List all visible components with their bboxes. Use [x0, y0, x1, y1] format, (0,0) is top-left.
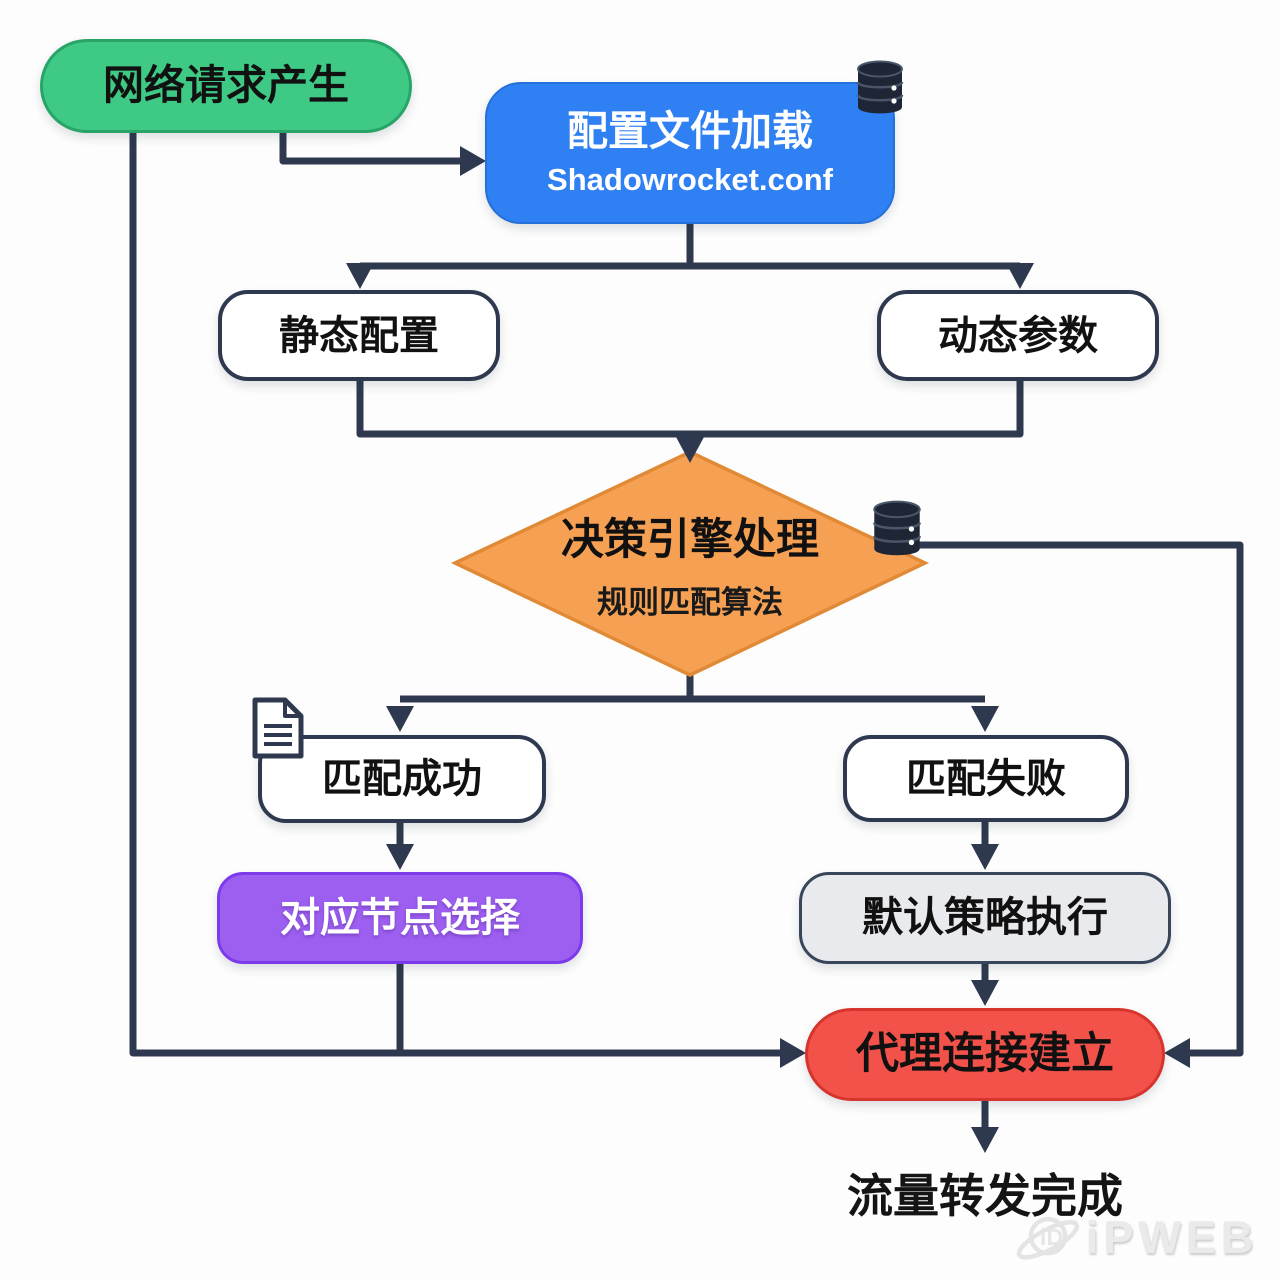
- node-sublabel: Shadowrocket.conf: [547, 161, 833, 197]
- ipweb-logo-icon: iD: [1016, 1216, 1080, 1260]
- node-dynamic-params: 动态参数: [877, 290, 1159, 381]
- edge-decision-split: [400, 672, 985, 703]
- decision-diamond: [450, 450, 930, 677]
- document-icon: [250, 695, 306, 761]
- edge-merge-to-decision: [356, 378, 1024, 440]
- edge-config-split: [360, 223, 1020, 270]
- node-sublabel: 规则匹配算法: [597, 585, 783, 620]
- node-label: 决策引擎处理: [561, 516, 819, 564]
- node-label: 默认策略执行: [862, 894, 1108, 941]
- edge-request-to-config: [279, 130, 462, 165]
- database-icon: [866, 497, 928, 561]
- node-decision-engine: 决策引擎处理 规则匹配算法: [455, 505, 925, 622]
- node-label: 匹配成功: [322, 757, 482, 801]
- node-forward-complete: 流量转发完成: [847, 1170, 1123, 1222]
- svg-text:iD: iD: [1040, 1224, 1063, 1250]
- node-match-fail: 匹配失败: [843, 735, 1129, 822]
- node-default-policy: 默认策略执行: [799, 872, 1171, 964]
- node-node-select: 对应节点选择: [217, 872, 583, 964]
- node-static-config: 静态配置: [218, 290, 500, 381]
- watermark-text: iPWEB: [1086, 1212, 1259, 1263]
- edge-decision-to-proxy-right: [900, 541, 1244, 1057]
- arrowheads: [346, 146, 1190, 1153]
- node-config-load: 配置文件加载 Shadowrocket.conf: [485, 82, 895, 224]
- edge-request-to-proxy: [129, 130, 783, 1057]
- node-label: 动态参数: [938, 313, 1098, 358]
- node-label: 网络请求产生: [103, 62, 349, 109]
- node-label: 静态配置: [279, 313, 439, 358]
- node-network-request: 网络请求产生: [40, 39, 412, 133]
- node-match-success: 匹配成功: [258, 735, 546, 823]
- node-label: 对应节点选择: [280, 896, 520, 940]
- node-label: 配置文件加载: [567, 108, 813, 155]
- node-proxy-connect: 代理连接建立: [805, 1008, 1165, 1101]
- node-label: 代理连接建立: [856, 1029, 1114, 1078]
- watermark: iD iPWEB: [1012, 1200, 1280, 1276]
- node-label: 匹配失败: [906, 756, 1066, 801]
- database-icon: [850, 57, 910, 119]
